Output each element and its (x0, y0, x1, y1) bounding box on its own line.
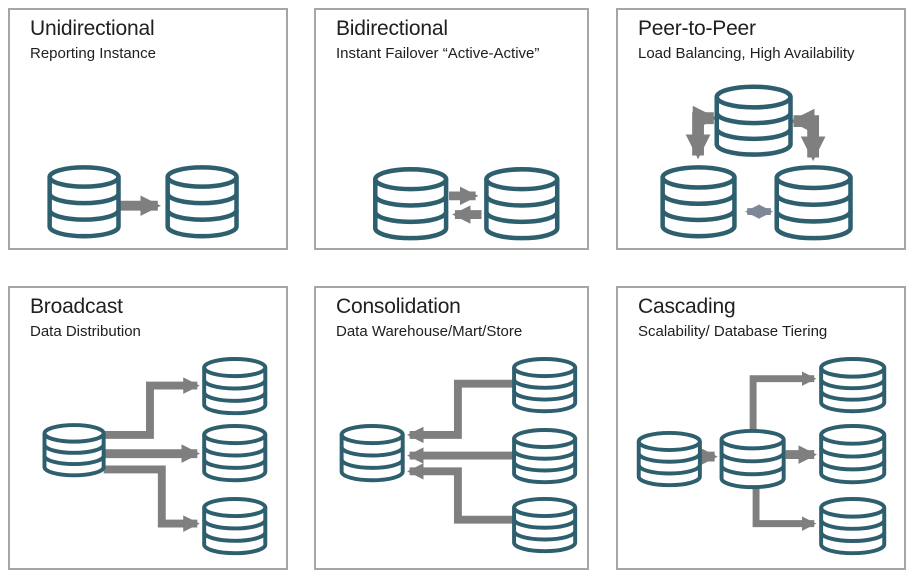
database-icon (719, 428, 786, 490)
arrow-icon (103, 377, 200, 439)
panel-broadcast: Broadcast Data Distribution (8, 286, 288, 570)
database-icon (373, 167, 449, 241)
arrow-icon (789, 108, 826, 162)
arrow-icon (407, 463, 515, 524)
database-icon (202, 357, 268, 416)
arrow-icon (749, 371, 817, 432)
panel-title: Bidirectional (336, 17, 448, 40)
database-icon (202, 424, 268, 483)
panel-subtitle: Instant Failover “Active-Active” (336, 45, 540, 63)
arrow-icon (685, 105, 718, 160)
database-icon (202, 497, 268, 556)
panel-subtitle: Load Balancing, High Availability (638, 45, 855, 63)
database-icon (42, 423, 106, 478)
panel-unidirectional: Unidirectional Reporting Instance (8, 8, 288, 250)
panel-consolidation: Consolidation Data Warehouse/Mart/Store (314, 286, 589, 570)
database-icon (512, 496, 578, 554)
database-icon (512, 357, 578, 414)
panel-cascading: Cascading Scalability/ Database Tiering (616, 286, 906, 570)
arrow-icon (103, 465, 200, 532)
panel-title: Unidirectional (30, 17, 155, 40)
arrow-icon (752, 486, 817, 531)
panel-peer-to-peer: Peer-to-Peer Load Balancing, High Availa… (616, 8, 906, 250)
database-icon (484, 167, 560, 241)
database-icon (819, 357, 887, 414)
database-icon (165, 165, 239, 239)
database-icon (819, 424, 887, 485)
database-icon (660, 165, 737, 239)
database-icon (636, 430, 702, 488)
database-icon (512, 428, 578, 485)
panel-title: Consolidation (336, 295, 461, 318)
panel-subtitle: Data Distribution (30, 323, 141, 341)
database-icon (714, 84, 793, 157)
database-icon (339, 424, 405, 483)
arrow-icon (407, 379, 515, 444)
database-icon (774, 165, 853, 241)
database-icon (47, 165, 121, 239)
panel-subtitle: Data Warehouse/Mart/Store (336, 323, 523, 341)
panel-bidirectional: Bidirectional Instant Failover “Active-A… (314, 8, 589, 250)
panel-subtitle: Reporting Instance (30, 45, 156, 63)
panel-subtitle: Scalability/ Database Tiering (638, 323, 828, 341)
panel-title: Cascading (638, 295, 736, 318)
database-icon (819, 497, 887, 556)
panel-title: Peer-to-Peer (638, 17, 756, 40)
panel-title: Broadcast (30, 295, 123, 318)
